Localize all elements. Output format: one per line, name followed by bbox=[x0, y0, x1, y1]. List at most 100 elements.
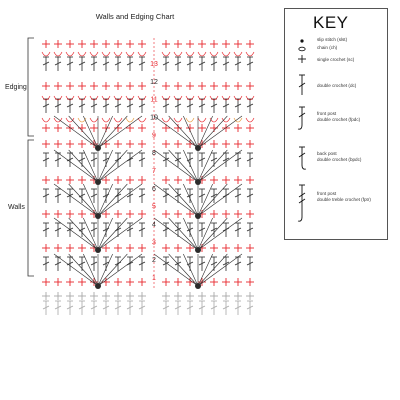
walls-r1-c5-slash bbox=[102, 157, 110, 162]
foundation-r1-c0-slash bbox=[42, 305, 50, 310]
chain-loop-1-7 bbox=[125, 95, 135, 101]
walls-r1-c4-slash bbox=[90, 157, 98, 162]
cluster-fan-0-4-1 bbox=[68, 253, 99, 287]
fptr-icon bbox=[297, 184, 306, 222]
edging-r1-c6-slash bbox=[114, 61, 122, 66]
chain-loop-2-6 bbox=[113, 117, 123, 123]
cluster-fan-1-2-0 bbox=[153, 183, 199, 217]
walls-r1-c13-slash bbox=[210, 157, 218, 162]
edging-r3-c15-slash bbox=[234, 103, 242, 108]
chain-loop-0-14 bbox=[221, 51, 231, 57]
cluster-fan-1-1-4 bbox=[197, 149, 213, 183]
chain-loop-0-1 bbox=[53, 51, 63, 57]
chain-loop-1-2 bbox=[65, 95, 75, 101]
chain-loop-1-6 bbox=[113, 95, 123, 101]
walls-r5-c10-slash bbox=[174, 227, 182, 232]
walls-r3-c13-slash bbox=[210, 193, 218, 198]
row-number-8: 8 bbox=[152, 150, 156, 157]
walls-r7-c8-slash bbox=[138, 261, 146, 266]
walls-bracket bbox=[27, 139, 34, 277]
chain-loop-1-14 bbox=[221, 95, 231, 101]
walls-r7-c15-slash bbox=[234, 261, 242, 266]
cluster-knot-1-1 bbox=[195, 179, 201, 185]
edging-r3-c11-slash bbox=[186, 103, 194, 108]
key-label-double-crochet: double crochet (dc) bbox=[317, 83, 357, 88]
cluster-fan-1-0-1 bbox=[168, 115, 199, 149]
foundation-r1-c8-slash bbox=[138, 305, 146, 310]
walls-r7-c12-slash bbox=[198, 261, 206, 266]
chain-loop-0-6 bbox=[113, 51, 123, 57]
walls-label: Walls bbox=[8, 204, 25, 211]
edging-r3-c4-slash bbox=[90, 103, 98, 108]
edging-r1-c13-slash bbox=[210, 61, 218, 66]
walls-r3-c15-slash bbox=[234, 193, 242, 198]
cluster-fan-0-4-5 bbox=[97, 253, 128, 287]
edging-r3-c3-slash bbox=[78, 103, 86, 108]
walls-r5-c1-slash bbox=[54, 227, 62, 232]
chain-loop-2-12 bbox=[197, 117, 207, 123]
cluster-fan-1-4-2 bbox=[183, 253, 199, 287]
row-number-12: 12 bbox=[150, 79, 158, 86]
edging-r1-c5-slash bbox=[102, 61, 110, 66]
cluster-fan-0-1-6 bbox=[97, 149, 143, 183]
walls-r5-c16-slash bbox=[246, 227, 254, 232]
chain-loop-1-11 bbox=[185, 95, 195, 101]
walls-r7-c13-slash bbox=[210, 261, 218, 266]
key-label-slip-stitch: slip stitch (slst) bbox=[317, 37, 348, 42]
walls-r3-c4-slash bbox=[90, 193, 98, 198]
cluster-knot-1-3 bbox=[195, 247, 201, 253]
double-crochet-icon bbox=[298, 74, 306, 95]
chain-loop-1-4 bbox=[89, 95, 99, 101]
foundation-r1-c15-slash bbox=[234, 305, 242, 310]
key-label-fptr: front post double treble crochet (fptr) bbox=[317, 191, 371, 202]
single-crochet-icon bbox=[298, 55, 306, 63]
chain-loop-0-3 bbox=[77, 51, 87, 57]
edging-r3-c1-slash bbox=[54, 103, 62, 108]
cluster-knot-0-2 bbox=[95, 213, 101, 219]
cluster-fan-1-0-5 bbox=[197, 115, 228, 149]
cluster-fan-1-0-0 bbox=[153, 115, 199, 149]
cluster-fan-1-4-4 bbox=[197, 253, 213, 287]
cluster-fan-0-1-0 bbox=[53, 149, 99, 183]
chain-loop-0-0 bbox=[41, 51, 51, 57]
walls-r3-c7-slash bbox=[126, 193, 134, 198]
cluster-fan-1-4-0 bbox=[153, 253, 199, 287]
key-label-bpdc: back post double crochet (bpdc) bbox=[317, 151, 362, 162]
cluster-fan-0-1-4 bbox=[97, 149, 113, 183]
chain-loop-0-5 bbox=[101, 51, 111, 57]
row-number-13: 13 bbox=[150, 61, 158, 68]
chain-loop-2-2 bbox=[65, 117, 75, 123]
walls-r3-c11-slash bbox=[186, 193, 194, 198]
cluster-fan-1-3-5 bbox=[197, 217, 228, 251]
chain-loop-0-15 bbox=[233, 51, 243, 57]
cluster-fan-1-4-5 bbox=[197, 253, 228, 287]
foundation-r1-c9-slash bbox=[162, 305, 170, 310]
cluster-fan-0-3-1 bbox=[68, 217, 99, 251]
row-number-3: 3 bbox=[152, 239, 156, 246]
foundation-r1-c14-slash bbox=[222, 305, 230, 310]
row-number-7: 7 bbox=[152, 168, 156, 175]
cluster-fan-0-3-5 bbox=[97, 217, 128, 251]
cluster-fan-0-2-4 bbox=[97, 183, 113, 217]
chain-loop-0-8 bbox=[137, 51, 147, 57]
walls-r7-c6-slash bbox=[114, 261, 122, 266]
edging-r3-c8-slash bbox=[138, 103, 146, 108]
edging-r1-c16-slash bbox=[246, 61, 254, 66]
walls-r1-c10-slash bbox=[174, 157, 182, 162]
cluster-fan-0-4-0 bbox=[53, 253, 99, 287]
cluster-fan-0-2-0 bbox=[53, 183, 99, 217]
cluster-fan-1-3-2 bbox=[183, 217, 199, 251]
row-number-5: 5 bbox=[152, 204, 156, 211]
walls-r1-c15-slash bbox=[234, 157, 242, 162]
walls-r3-c12-slash bbox=[198, 193, 206, 198]
cluster-fan-1-2-2 bbox=[183, 183, 199, 217]
chain-icon bbox=[298, 46, 306, 52]
cluster-fan-0-2-5 bbox=[97, 183, 128, 217]
edging-r3-c2-slash bbox=[66, 103, 74, 108]
chain-loop-0-16 bbox=[245, 51, 255, 57]
edging-r1-c1-slash bbox=[54, 61, 62, 66]
walls-r5-c0-slash bbox=[42, 227, 50, 232]
edging-r1-c15-slash bbox=[234, 61, 242, 66]
chain-loop-0-13 bbox=[209, 51, 219, 57]
edging-r1-c9-slash bbox=[162, 61, 170, 66]
